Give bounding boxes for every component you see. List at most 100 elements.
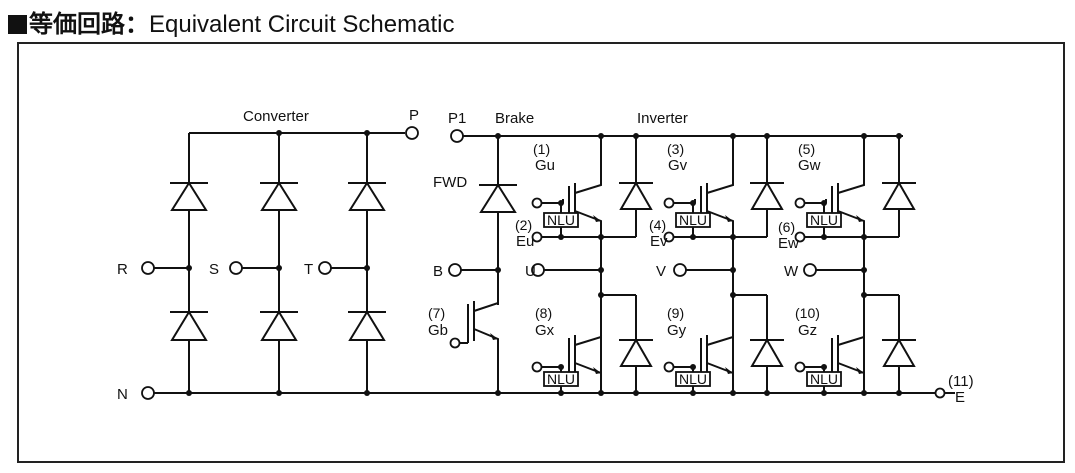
diode-triangle [260, 181, 298, 211]
terminal-n [141, 386, 155, 400]
terminal-p [405, 126, 419, 140]
nlu-label: NLU [679, 371, 707, 387]
square-bullet-icon [8, 15, 27, 34]
nlu-box-frame [806, 371, 842, 387]
diode-triangle [170, 310, 208, 341]
junction-dot [495, 133, 501, 139]
junction-dot [861, 292, 867, 298]
terminal-label-e: E [955, 389, 965, 406]
terminal-b [448, 263, 462, 277]
junction-dot [633, 390, 639, 396]
junction-dot [861, 234, 867, 240]
diode-triangle [750, 180, 784, 210]
nlu-label: NLU [810, 371, 838, 387]
gate-terminal-icon [794, 197, 806, 209]
converter-lower-diode-icon [170, 310, 208, 341]
terminal-e [934, 387, 946, 399]
gate-number-eu: (2) [515, 217, 532, 233]
diode-triangle [348, 310, 386, 341]
igbt-emitter [574, 362, 603, 393]
junction-dot [558, 364, 564, 370]
junction-dot [821, 364, 827, 370]
terminal-label-n: N [117, 386, 128, 403]
junction-dot [186, 390, 192, 396]
nlu-box-frame [543, 371, 579, 387]
terminal-label-u: U [525, 263, 536, 280]
gate-terminal-icon [531, 361, 543, 373]
junction-dot [364, 265, 370, 271]
brake-igbt-icon [467, 301, 499, 393]
igbt-emitter [706, 362, 735, 393]
nlu-label: NLU [547, 212, 575, 228]
nlu-box-upper: NLU [675, 212, 711, 228]
nlu-box-upper: NLU [543, 212, 579, 228]
gate-terminal-icon [531, 197, 543, 209]
gate-terminal-icon [663, 361, 675, 373]
diode-triangle [348, 181, 386, 211]
section-label-converter: Converter [243, 108, 309, 125]
junction-dot [364, 130, 370, 136]
fwd-label: FWD [433, 174, 467, 191]
nlu-box-frame [543, 212, 579, 228]
junction-dot [598, 234, 604, 240]
lower-igbt-icon [831, 335, 866, 393]
terminal-label-t: T [304, 261, 313, 278]
igbt-emitter-arrow [725, 367, 734, 374]
junction-dot [598, 267, 604, 273]
converter-upper-diode-icon [170, 181, 208, 211]
terminal-label-b: B [433, 263, 443, 280]
junction-dot [896, 390, 902, 396]
gate-name-gy: Gy [667, 322, 687, 339]
junction-dot [276, 130, 282, 136]
nlu-box-frame [675, 371, 711, 387]
junction-dot [821, 200, 827, 206]
igbt-collector [706, 335, 735, 346]
nlu-box-lower: NLU [543, 371, 579, 387]
emitter-terminal-icon [663, 231, 675, 243]
junction-dot [730, 390, 736, 396]
terminal-label-e-number: (11) [948, 373, 974, 390]
diode-triangle [619, 337, 653, 367]
lower-igbt-icon [700, 335, 735, 393]
junction-dot [558, 234, 564, 240]
gate-name-ew: Ew [778, 235, 799, 252]
terminal-w [803, 263, 817, 277]
junction-dot [861, 267, 867, 273]
terminal-gb [449, 337, 461, 349]
terminal-label-p: P [409, 107, 419, 124]
lower-freewheel-diode-icon [619, 337, 653, 367]
igbt-collector [574, 136, 602, 194]
terminal-label-r: R [117, 261, 128, 278]
nlu-box-frame [806, 212, 842, 228]
igbt-collector [837, 136, 865, 194]
nlu-label: NLU [679, 212, 707, 228]
terminal-label-w: W [784, 263, 799, 280]
junction-dot [690, 234, 696, 240]
junction-dot [690, 364, 696, 370]
junction-dot [764, 133, 770, 139]
gate-number-gb: (7) [428, 305, 445, 321]
lower-freewheel-diode-icon [882, 337, 916, 367]
igbt-emitter-arrow [593, 367, 602, 374]
nlu-box-upper: NLU [806, 212, 842, 228]
gate-name-gz: Gz [798, 322, 817, 339]
igbt-emitter [837, 362, 866, 393]
igbt-emitter-arrow [490, 333, 498, 340]
section-label-inverter: Inverter [637, 110, 688, 127]
gate-terminal-icon [663, 197, 675, 209]
terminal-s [229, 261, 243, 275]
junction-dot [186, 265, 192, 271]
igbt-emitter-arrow [593, 215, 601, 222]
emitter-terminal-icon [531, 231, 543, 243]
terminal-label-p1: P1 [448, 110, 466, 127]
junction-dot [730, 292, 736, 298]
junction-dot [690, 390, 696, 396]
converter-lower-diode-icon [260, 310, 298, 341]
nlu-label: NLU [547, 371, 575, 387]
gate-name-gx: Gx [535, 322, 555, 339]
gate-name-gw: Gw [798, 157, 821, 174]
junction-dot [821, 234, 827, 240]
gate-number-gv: (3) [667, 141, 684, 157]
terminal-label-s: S [209, 261, 219, 278]
igbt-emitter [706, 210, 734, 237]
